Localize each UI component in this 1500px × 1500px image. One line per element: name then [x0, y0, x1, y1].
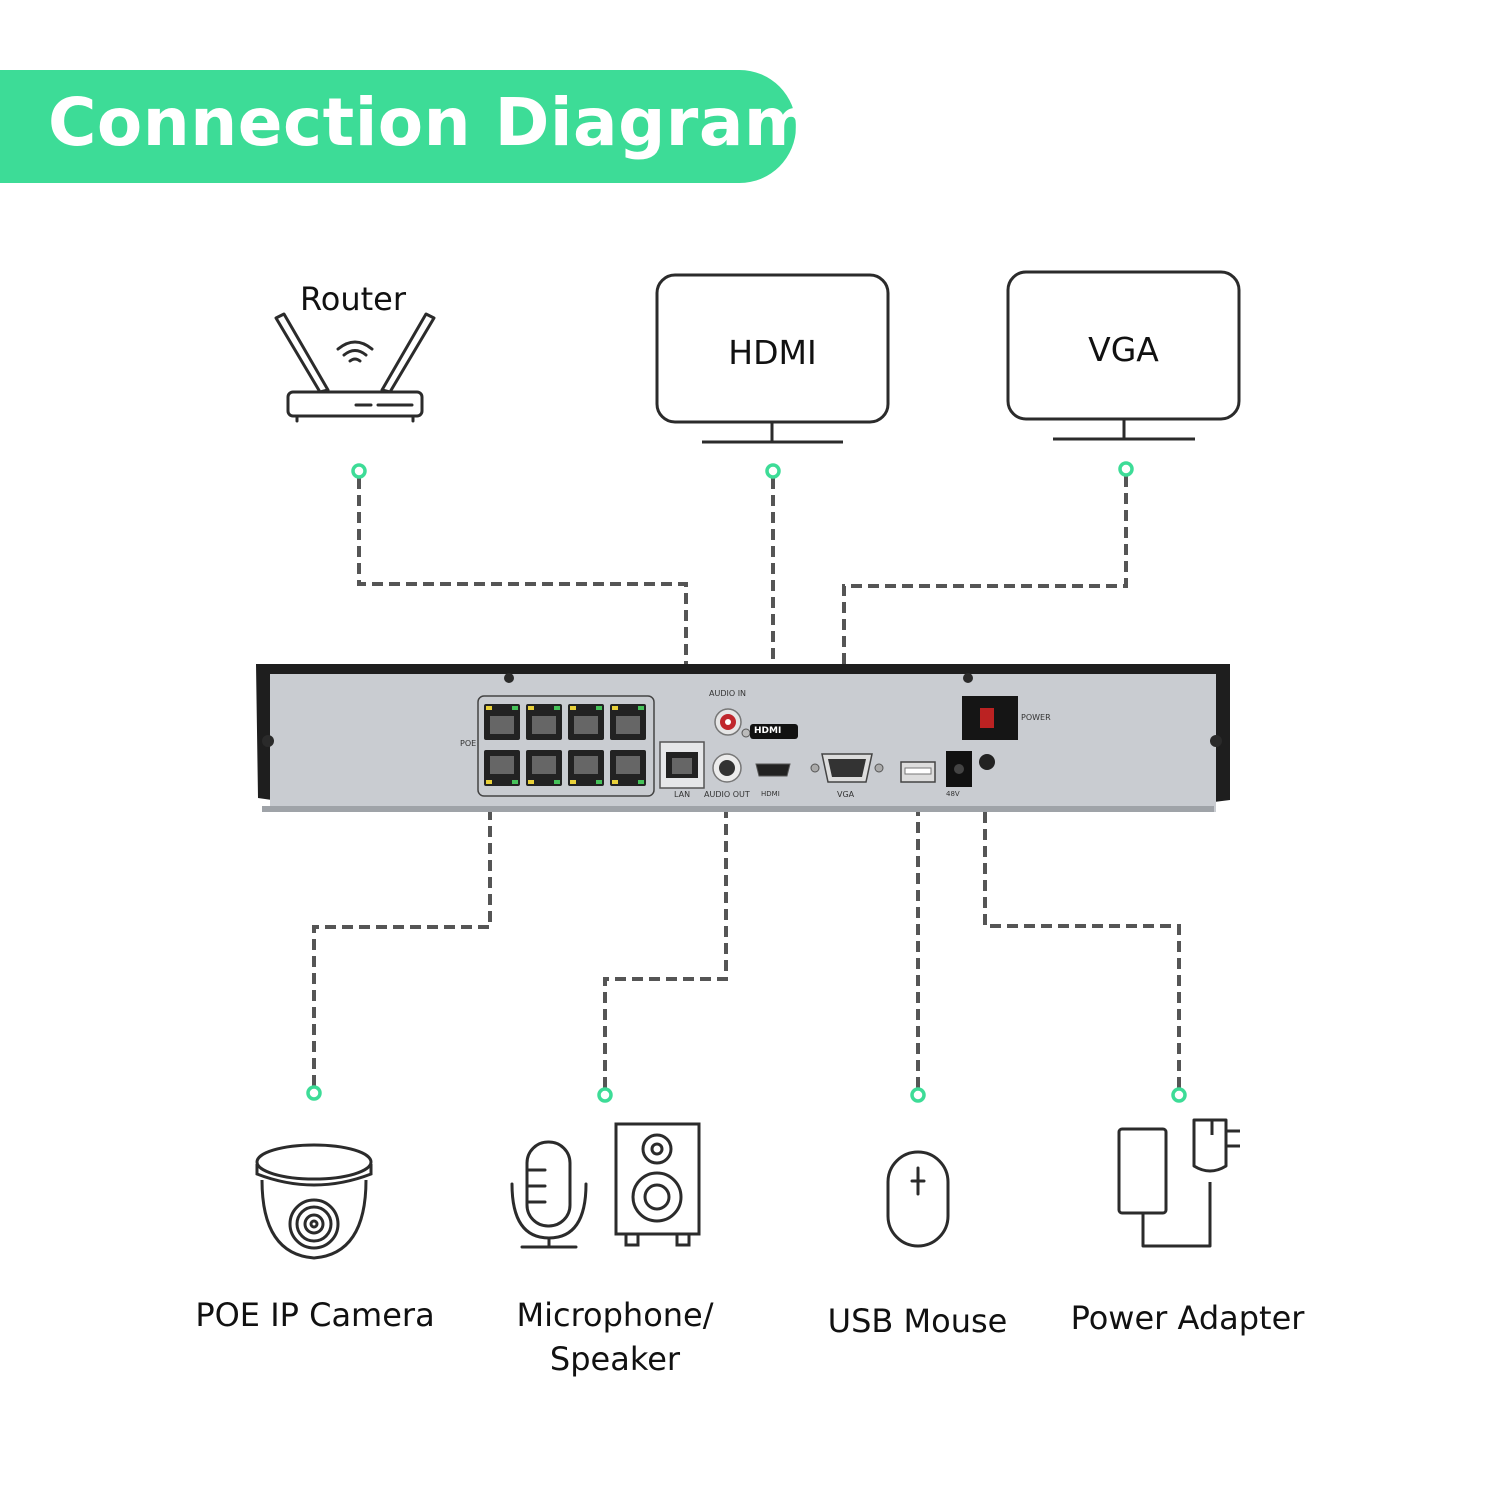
- audio-label-line1: Microphone/: [516, 1296, 714, 1334]
- line-audio: [603, 770, 728, 1088]
- router-icon: [274, 312, 436, 423]
- audio-label-line2: Speaker: [549, 1340, 681, 1378]
- vga-monitor-icon: [1006, 270, 1241, 441]
- audio-in-label: AUDIO IN: [709, 689, 747, 698]
- mouse-icon: [886, 1150, 950, 1248]
- hdmi-logo: HDMI: [754, 726, 782, 736]
- hdmi-monitor-icon: [655, 273, 890, 444]
- hdmi-port-label: HDMI: [761, 790, 780, 798]
- power-switch-label: POWER: [1021, 713, 1051, 722]
- line-vga: [842, 476, 1128, 752]
- line-power: [983, 740, 1181, 1088]
- lan-label: LAN: [674, 790, 691, 799]
- power-adapter-label: Power Adapter: [1070, 1299, 1305, 1337]
- page-title: Connection Diagram: [48, 84, 814, 161]
- voltage-label: 48V: [946, 790, 960, 798]
- vga-monitor-label: VGA: [1088, 330, 1159, 369]
- power-adapter-icon: [1117, 1118, 1240, 1248]
- mouse-label: USB Mouse: [827, 1302, 1008, 1340]
- line-camera-poe: [312, 800, 492, 1086]
- title-banner: [0, 70, 796, 183]
- vga-port-label: VGA: [837, 790, 855, 799]
- nvr-rear-panel: [256, 664, 1230, 812]
- microphone-speaker-icon: [510, 1122, 701, 1249]
- dome-camera-icon: [255, 1143, 373, 1260]
- hdmi-monitor-label: HDMI: [728, 333, 817, 372]
- poe-label: POE: [460, 739, 477, 748]
- audio-out-label: AUDIO OUT: [704, 790, 750, 799]
- connection-endpoints: [306, 461, 1187, 1103]
- camera-label: POE IP Camera: [195, 1296, 435, 1334]
- router-label: Router: [299, 280, 407, 318]
